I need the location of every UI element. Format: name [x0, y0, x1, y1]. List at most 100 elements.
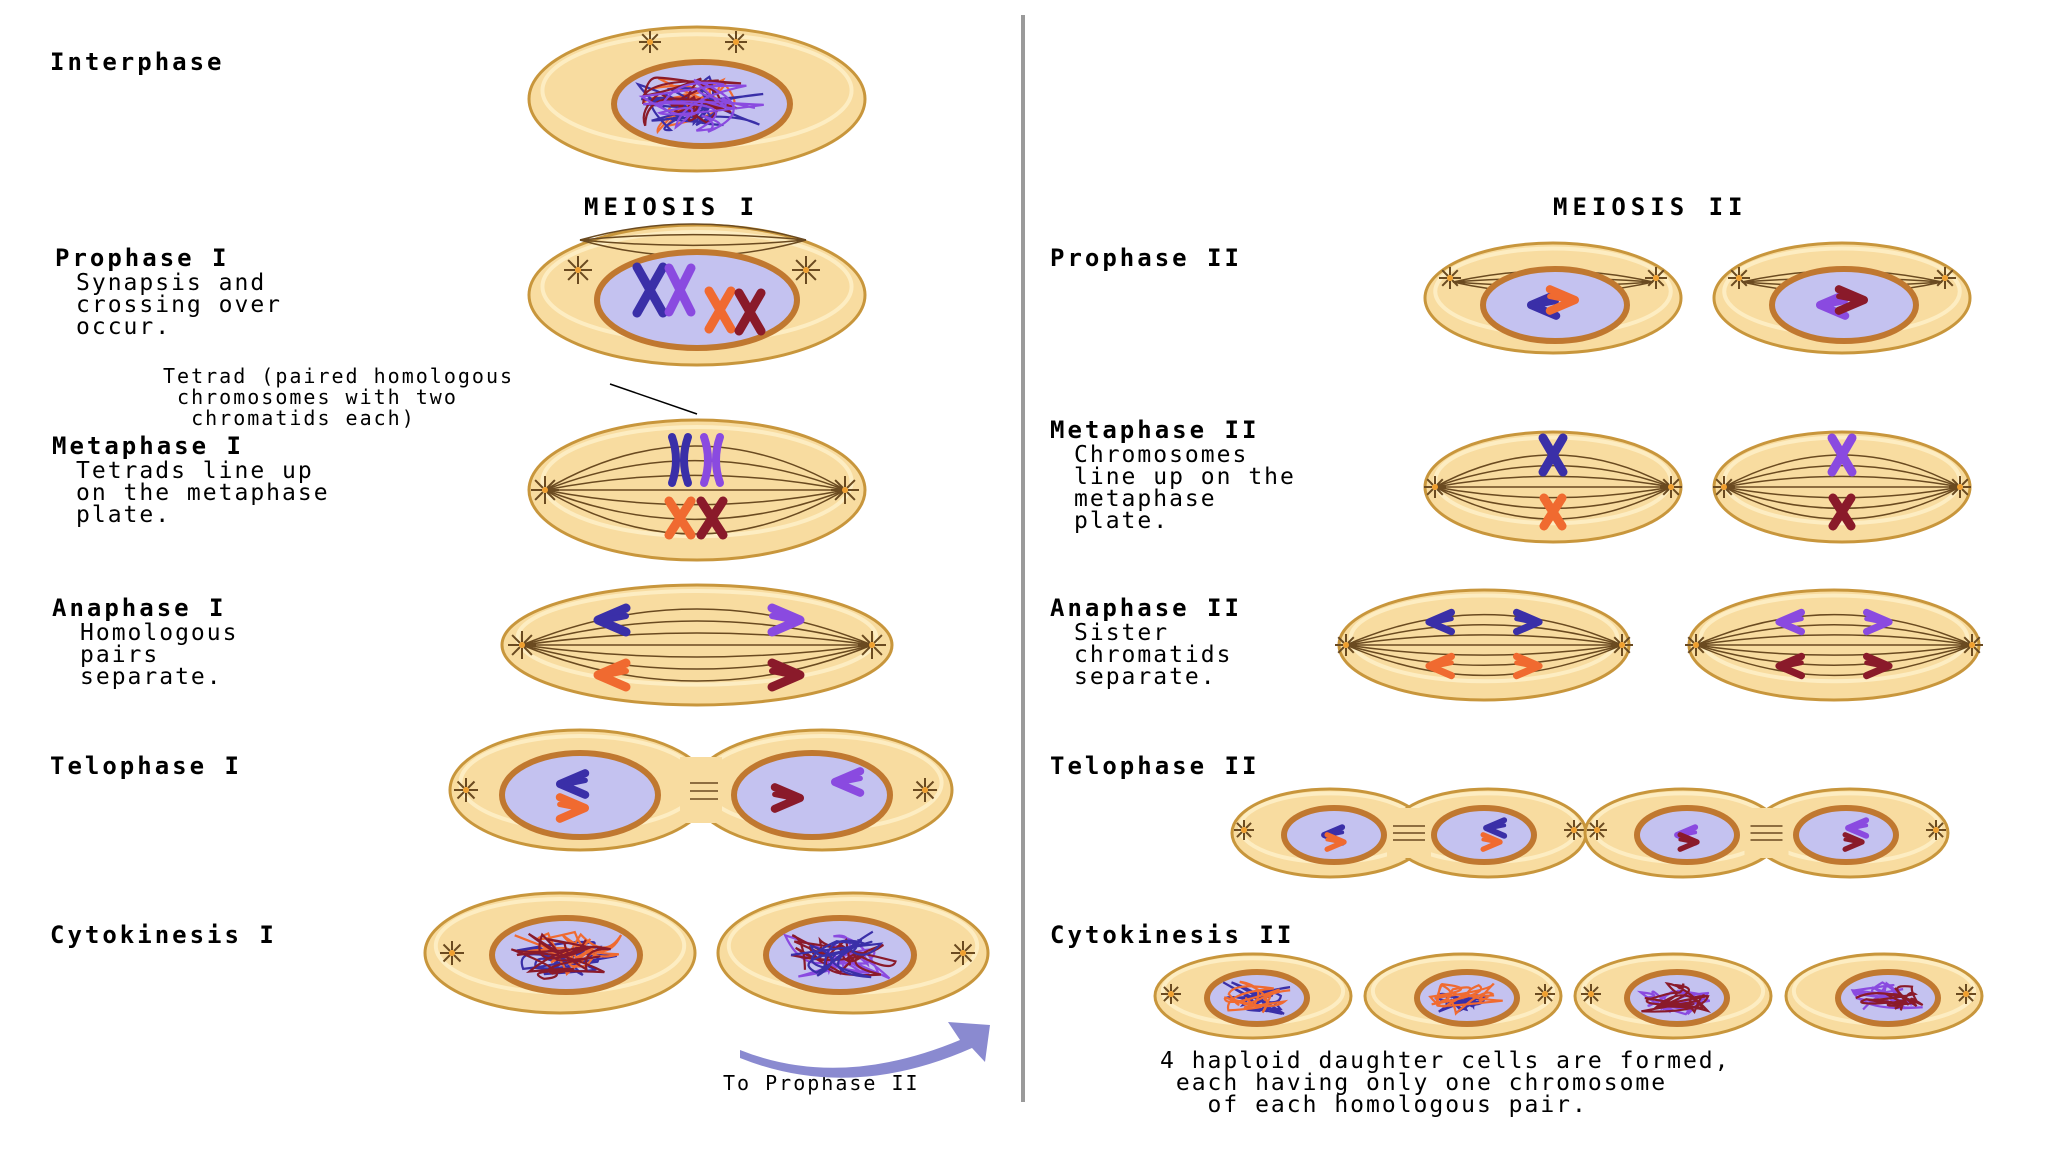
aster-ray	[1623, 636, 1631, 644]
chromosome	[696, 496, 728, 540]
aster-ray	[456, 791, 465, 800]
aster-ray	[1740, 279, 1748, 287]
curved-arrow	[740, 1022, 990, 1078]
centriole-core	[1668, 484, 1674, 490]
centriole-core	[1693, 642, 1699, 648]
centriole	[1439, 267, 1461, 289]
chromatid	[1775, 608, 1805, 636]
centriole	[913, 778, 937, 802]
cleavage-furrow	[680, 757, 722, 823]
aster-ray	[1613, 636, 1621, 644]
cytokinesis-1-cells	[423, 891, 990, 1015]
chromatid	[772, 791, 796, 801]
chromatid	[1425, 608, 1455, 636]
aster-ray	[1451, 269, 1459, 277]
chromosome	[830, 767, 865, 797]
aster-ray	[546, 491, 556, 501]
chromatin	[1428, 982, 1503, 1016]
aster-ray	[1583, 995, 1590, 1002]
chromosome	[1775, 652, 1805, 680]
chromatid	[1545, 285, 1580, 315]
centriole	[1926, 820, 1946, 840]
chromatid	[1843, 837, 1859, 844]
chromosome	[1545, 285, 1580, 315]
chromosome	[1845, 817, 1870, 839]
spindle-fiber	[521, 644, 873, 670]
chromosome	[770, 783, 805, 813]
spindle-fiber	[521, 608, 873, 646]
spindle-fiber	[1434, 486, 1672, 499]
centriole-core	[1619, 642, 1625, 648]
aster-ray	[915, 791, 924, 800]
aster-ray	[964, 943, 973, 952]
aster-ray	[1662, 478, 1670, 486]
centriole-core	[1653, 275, 1659, 281]
prophase-1-cell	[527, 223, 867, 367]
chromatid	[1863, 608, 1893, 636]
aster-ray	[1963, 646, 1971, 654]
anaphase-1-cell	[500, 583, 894, 707]
aster-ray	[1426, 478, 1434, 486]
aster-ray	[1697, 636, 1705, 644]
chromosome	[1483, 817, 1508, 839]
spindle-fiber	[1345, 634, 1623, 646]
centriole-core	[1168, 991, 1174, 997]
aster-ray	[846, 479, 856, 489]
aster-ray	[1963, 636, 1971, 644]
chromatid	[1783, 616, 1804, 625]
cell-highlight	[515, 589, 879, 687]
aster-ray	[1589, 831, 1596, 838]
centriole-core	[1588, 991, 1594, 997]
aster-ray	[834, 491, 844, 501]
chromatid	[603, 613, 629, 623]
chromatid	[593, 603, 631, 637]
centriole	[725, 31, 747, 53]
aster-ray	[1546, 995, 1553, 1002]
meiosis-1-heading: MEIOSIS I	[584, 193, 760, 221]
centriole	[1685, 634, 1707, 656]
centriole-core	[1969, 642, 1975, 648]
chromosome	[1324, 832, 1347, 852]
aster-ray	[1730, 279, 1738, 287]
meiosis-2-heading: MEIOSIS II	[1553, 193, 1748, 221]
chromatid	[1514, 616, 1535, 625]
chromatid	[555, 769, 590, 799]
centriole	[1660, 476, 1682, 498]
anaphase-1-description: Homologous pairs separate.	[80, 620, 239, 690]
centriole-core	[842, 487, 848, 493]
centriole-core	[1343, 642, 1349, 648]
chromosome	[1480, 832, 1503, 852]
chromatin	[638, 78, 764, 133]
aster-ray	[953, 943, 962, 952]
spindle-fiber	[1723, 464, 1961, 488]
chromatid	[1489, 823, 1507, 830]
aster-ray	[1657, 279, 1665, 287]
aster-ray	[1592, 986, 1599, 993]
centriole-core	[647, 39, 653, 45]
aster-ray	[1672, 478, 1680, 486]
spindle-fiber	[579, 239, 807, 247]
centriole	[1961, 634, 1983, 656]
aster-ray	[1936, 279, 1944, 287]
aster-ray	[1672, 488, 1680, 496]
centriole-core	[1933, 827, 1939, 833]
aster-ray	[737, 43, 745, 51]
chromosome	[1425, 652, 1455, 680]
centriole	[1949, 476, 1971, 498]
chromosome	[1513, 652, 1543, 680]
aster-ray	[1725, 478, 1733, 486]
anaphase-2-cell-right	[1685, 588, 1983, 702]
chromatin	[1855, 985, 1924, 1011]
aster-ray	[651, 33, 659, 41]
anaphase-2-description: Sister chromatids separate.	[1074, 620, 1233, 690]
spindle-fiber	[1695, 613, 1973, 646]
chromatid	[1325, 837, 1341, 844]
centriole	[531, 476, 559, 504]
aster-ray	[1946, 269, 1954, 277]
aster-ray	[456, 780, 465, 789]
interphase-label: Interphase	[50, 48, 225, 76]
telophase-2-label: Telophase II	[1050, 752, 1260, 780]
chromatid	[1535, 298, 1559, 308]
to-prophase-2-label: To Prophase II	[723, 1071, 920, 1095]
